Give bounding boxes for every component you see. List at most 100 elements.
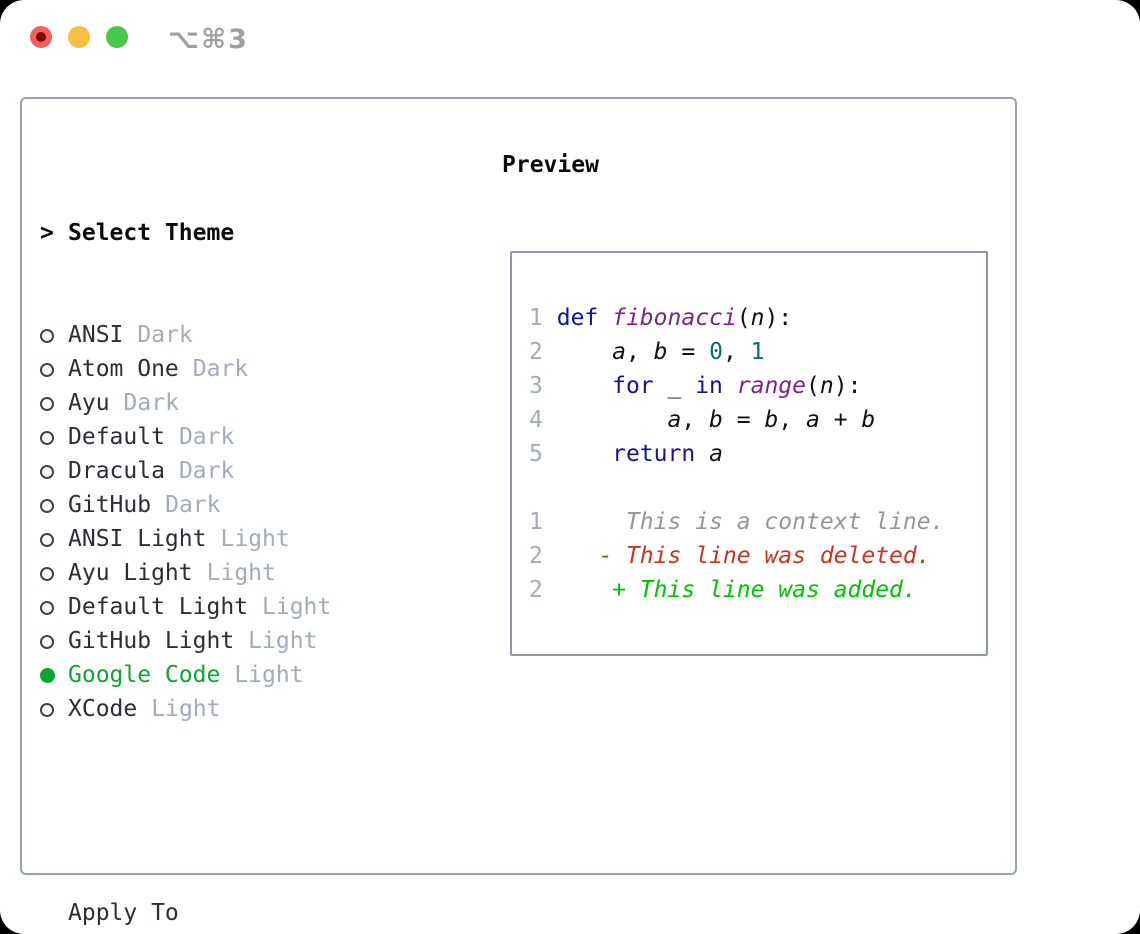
code-segment (543, 543, 598, 569)
code-segment: n (750, 305, 765, 331)
code-segment (543, 305, 557, 331)
code-segment: def (556, 305, 613, 331)
code-segment: range (736, 373, 807, 399)
select-theme-label: Select Theme (68, 220, 235, 246)
code-segment: b (861, 407, 876, 433)
radio-dot (40, 431, 54, 445)
window-title: ⌥⌘3 (168, 24, 249, 55)
theme-option-7[interactable]: Ayu Light Light (40, 556, 428, 590)
radio-icon (40, 522, 68, 556)
option-label: Google Code (68, 662, 221, 688)
code-segment: n (819, 373, 834, 399)
code-segment: fibonacci (612, 305, 737, 331)
code-segment: , (681, 407, 710, 433)
radio-icon (40, 590, 68, 624)
cursor-icon: > (40, 220, 54, 246)
radio-dot (40, 465, 54, 479)
radio-dot (40, 329, 54, 343)
code-segment: b (653, 339, 668, 365)
radio-icon (40, 692, 68, 726)
option-variant-label: Light (151, 696, 221, 722)
radio-icon (40, 556, 68, 590)
radio-dot (40, 601, 54, 615)
preview-heading: Preview (502, 152, 599, 178)
code-segment: + (612, 577, 640, 603)
code-segment: This line was deleted. (625, 543, 931, 569)
line-number: 1 (529, 305, 543, 331)
option-label: GitHub Light (68, 628, 235, 654)
code-segment: for (612, 373, 654, 399)
theme-option-3[interactable]: Default Dark (40, 420, 428, 454)
radio-dot (40, 668, 55, 683)
code-segment (723, 373, 737, 399)
select-theme-header: > Select Theme (40, 216, 428, 250)
code-segment: , (625, 339, 654, 365)
option-label: Ayu Light (68, 560, 193, 586)
code-segment: ( (806, 373, 820, 399)
code-segment (543, 509, 626, 535)
radio-icon (40, 420, 68, 454)
code-segment: = (667, 339, 710, 365)
line-number: 1 (529, 509, 543, 535)
code-segment: ): (764, 305, 793, 331)
code-segment: This line was added. (639, 577, 917, 603)
code-segment: a (667, 407, 682, 433)
theme-option-9[interactable]: GitHub Light Light (40, 624, 428, 658)
diff-line-3: 2 + This line was added. (529, 573, 976, 607)
apply-to-label: Apply To (68, 900, 179, 926)
code-segment: b (709, 407, 723, 433)
option-variant-label: Dark (137, 322, 193, 348)
code-segment (543, 339, 612, 365)
minimize-button-icon[interactable] (68, 26, 90, 48)
line-number: 2 (529, 339, 543, 365)
radio-icon (40, 624, 68, 658)
code-segment: , (722, 339, 751, 365)
radio-icon (40, 454, 68, 488)
option-variant-label: Light (248, 628, 318, 654)
code-segment: a (709, 441, 723, 467)
option-variant-label: Dark (165, 492, 221, 518)
code-segment: ( (736, 305, 751, 331)
code-segment: _ (653, 373, 696, 399)
code-segment: , (778, 407, 807, 433)
option-variant-label: Light (206, 560, 276, 586)
option-variant-label: Dark (178, 458, 235, 484)
code-segment: ): (833, 373, 862, 399)
radio-dot (40, 533, 54, 547)
radio-dot (40, 397, 54, 411)
diff-line-1: 1 This is a context line. (529, 505, 976, 539)
code-segment: return (612, 441, 696, 467)
zoom-button-icon[interactable] (106, 26, 128, 48)
code-line-3: 3 for _ in range(n): (529, 369, 976, 403)
code-segment: + (819, 407, 862, 433)
line-number: 5 (529, 441, 543, 467)
code-line-4: 4 a, b = b, a + b (529, 403, 976, 437)
code-segment: - (598, 543, 626, 569)
line-number: 3 (529, 373, 543, 399)
code-segment (557, 577, 612, 603)
option-label: Default (68, 424, 165, 450)
close-button-icon[interactable] (30, 26, 52, 48)
code-segment: = (722, 407, 765, 433)
option-variant-label: Dark (178, 424, 235, 450)
spacer (40, 794, 428, 828)
radio-icon (40, 318, 68, 352)
apply-to-header: Apply To (40, 896, 428, 930)
option-label: Atom One (68, 356, 179, 382)
radio-dot (40, 499, 54, 513)
diff-line-2: 2 - This line was deleted. (529, 539, 976, 573)
radio-dot (40, 567, 54, 581)
code-segment: 1 (750, 339, 765, 365)
